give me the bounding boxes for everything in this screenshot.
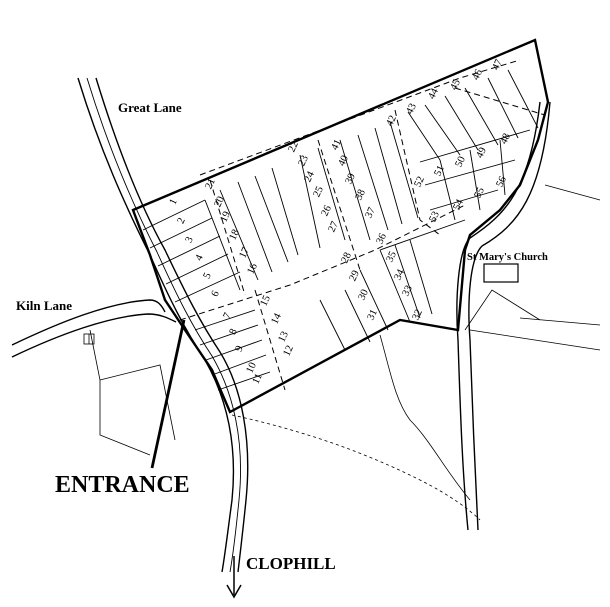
plot-number-56: 56 bbox=[495, 175, 509, 189]
entrance-pointer bbox=[150, 319, 186, 469]
kiln-lane-road bbox=[11, 299, 177, 358]
plot-number-28: 28 bbox=[340, 251, 354, 265]
entrance-label: ENTRANCE bbox=[55, 472, 190, 498]
plot-number-55: 55 bbox=[473, 186, 487, 200]
plot-number-26: 26 bbox=[320, 204, 334, 218]
plot-number-36: 36 bbox=[375, 232, 389, 246]
plot-number-54: 54 bbox=[452, 197, 467, 212]
plot-number-51: 51 bbox=[433, 164, 447, 178]
plot-number-40: 40 bbox=[337, 154, 351, 168]
plot-number-45: 45 bbox=[449, 78, 463, 92]
plot-number-22: 22 bbox=[287, 140, 301, 154]
clophill-label: CLOPHILL bbox=[246, 554, 336, 573]
plot-number-42: 42 bbox=[385, 114, 399, 128]
plot-number-50: 50 bbox=[454, 155, 468, 169]
plot-number-37: 37 bbox=[364, 206, 378, 220]
plot-number-53: 53 bbox=[428, 210, 442, 224]
plot-number-11: 11 bbox=[251, 372, 265, 386]
clophill-arrow bbox=[226, 556, 242, 599]
footpaths bbox=[179, 59, 546, 391]
plot-number-49: 49 bbox=[475, 146, 489, 160]
plot-number-9: 9 bbox=[234, 344, 246, 353]
plot-number-1: 1 bbox=[168, 197, 180, 206]
plot-number-6: 6 bbox=[210, 289, 222, 298]
plot-number-20: 20 bbox=[213, 195, 227, 209]
plot-number-13: 13 bbox=[277, 330, 291, 344]
plot-number-33: 33 bbox=[401, 284, 415, 298]
plot-number-19: 19 bbox=[219, 210, 233, 224]
plot-number-2: 2 bbox=[176, 216, 188, 225]
plot-number-34: 34 bbox=[393, 267, 408, 282]
plot-number-10: 10 bbox=[245, 361, 259, 375]
plot-number-16: 16 bbox=[246, 262, 260, 276]
plot-number-4: 4 bbox=[194, 253, 207, 263]
plot-number-39: 39 bbox=[344, 172, 358, 186]
plot-number-7: 7 bbox=[222, 311, 234, 320]
field-boundaries bbox=[83, 184, 601, 521]
plot-number-24: 24 bbox=[303, 169, 318, 184]
church-building bbox=[483, 263, 519, 283]
plot-number-38: 38 bbox=[354, 188, 368, 202]
plot-number-25: 25 bbox=[312, 185, 326, 199]
plot-number-8: 8 bbox=[228, 327, 240, 336]
plot-number-44: 44 bbox=[427, 86, 442, 101]
plot-number-21: 21 bbox=[204, 177, 218, 191]
plot-number-15: 15 bbox=[259, 294, 273, 308]
allotment-boundary bbox=[131, 38, 550, 414]
plot-number-47: 47 bbox=[491, 58, 505, 72]
plot-number-35: 35 bbox=[385, 250, 399, 264]
plot-number-30: 30 bbox=[357, 288, 371, 302]
plot-number-48: 48 bbox=[499, 132, 513, 146]
plot-number-17: 17 bbox=[238, 246, 252, 260]
plot-number-23: 23 bbox=[297, 154, 311, 168]
church-label: St Mary's Church bbox=[467, 252, 548, 263]
plot-number-14: 14 bbox=[270, 311, 285, 326]
plot-number-32: 32 bbox=[411, 308, 425, 322]
plot-number-31: 31 bbox=[366, 308, 380, 322]
plot-number-46: 46 bbox=[471, 68, 485, 82]
plot-number-52: 52 bbox=[413, 175, 427, 189]
church-lane-road bbox=[456, 101, 551, 531]
great-lane-label: Great Lane bbox=[118, 100, 182, 115]
plot-number-41: 41 bbox=[330, 138, 344, 152]
plot-number-18: 18 bbox=[228, 228, 242, 242]
plot-number-43: 43 bbox=[405, 102, 419, 116]
plot-number-3: 3 bbox=[184, 235, 196, 244]
plot-number-5: 5 bbox=[202, 271, 214, 280]
plot-number-12: 12 bbox=[282, 344, 296, 358]
kiln-lane-label: Kiln Lane bbox=[16, 298, 72, 313]
plot-number-29: 29 bbox=[348, 269, 362, 283]
plot-numbers: 1234567891011121314151617181920212223242… bbox=[168, 58, 513, 386]
plot-number-27: 27 bbox=[327, 220, 341, 234]
plot-lines bbox=[142, 69, 539, 391]
